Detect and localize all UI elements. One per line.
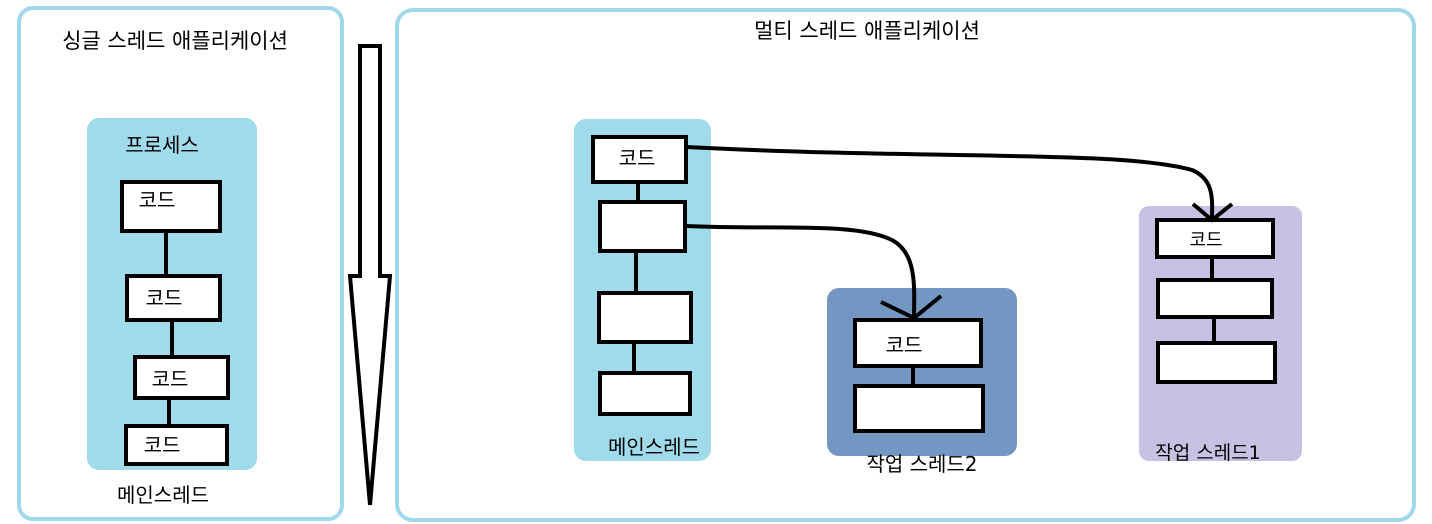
code-box-label: 코드 (1189, 230, 1222, 251)
worker-thread-1-container (1139, 206, 1302, 461)
code-box-label: 코드 (139, 188, 176, 212)
code-box (591, 135, 688, 184)
code-box-label: 코드 (146, 286, 183, 310)
code-box (1156, 278, 1274, 319)
code-box (1155, 218, 1275, 259)
code-box (125, 274, 222, 322)
code-box (597, 291, 693, 344)
code-box (853, 318, 983, 368)
code-box (124, 424, 229, 466)
code-box-label: 코드 (619, 146, 656, 170)
code-box-label: 코드 (886, 333, 923, 357)
code-box (853, 384, 985, 433)
multi-main-thread-label: 메인스레드 (608, 435, 700, 459)
code-box (133, 355, 230, 400)
multi-thread-app-title: 멀티 스레드 애플리케이션 (754, 19, 980, 43)
arrowhead-icon (880, 294, 943, 321)
single-thread-app-title: 싱글 스레드 애플리케이션 (62, 29, 288, 53)
spawn-arrow-to-worker-1 (685, 145, 1215, 221)
code-box-label: 코드 (144, 433, 181, 457)
worker-thread-2-label: 작업 스레드2 (866, 452, 977, 476)
single-main-thread-label: 메인스레드 (117, 483, 209, 507)
arrowhead-icon (1191, 202, 1234, 223)
worker-thread-1-label: 작업 스레드1 (1155, 442, 1261, 464)
code-box (598, 200, 687, 253)
spawn-arrow-to-worker-2 (684, 224, 917, 319)
process-label: 프로세스 (125, 133, 199, 157)
code-box-label: 코드 (152, 367, 189, 391)
code-box (598, 371, 692, 416)
code-box (1156, 341, 1277, 384)
down-arrow-icon (347, 44, 393, 506)
code-box (120, 180, 222, 233)
